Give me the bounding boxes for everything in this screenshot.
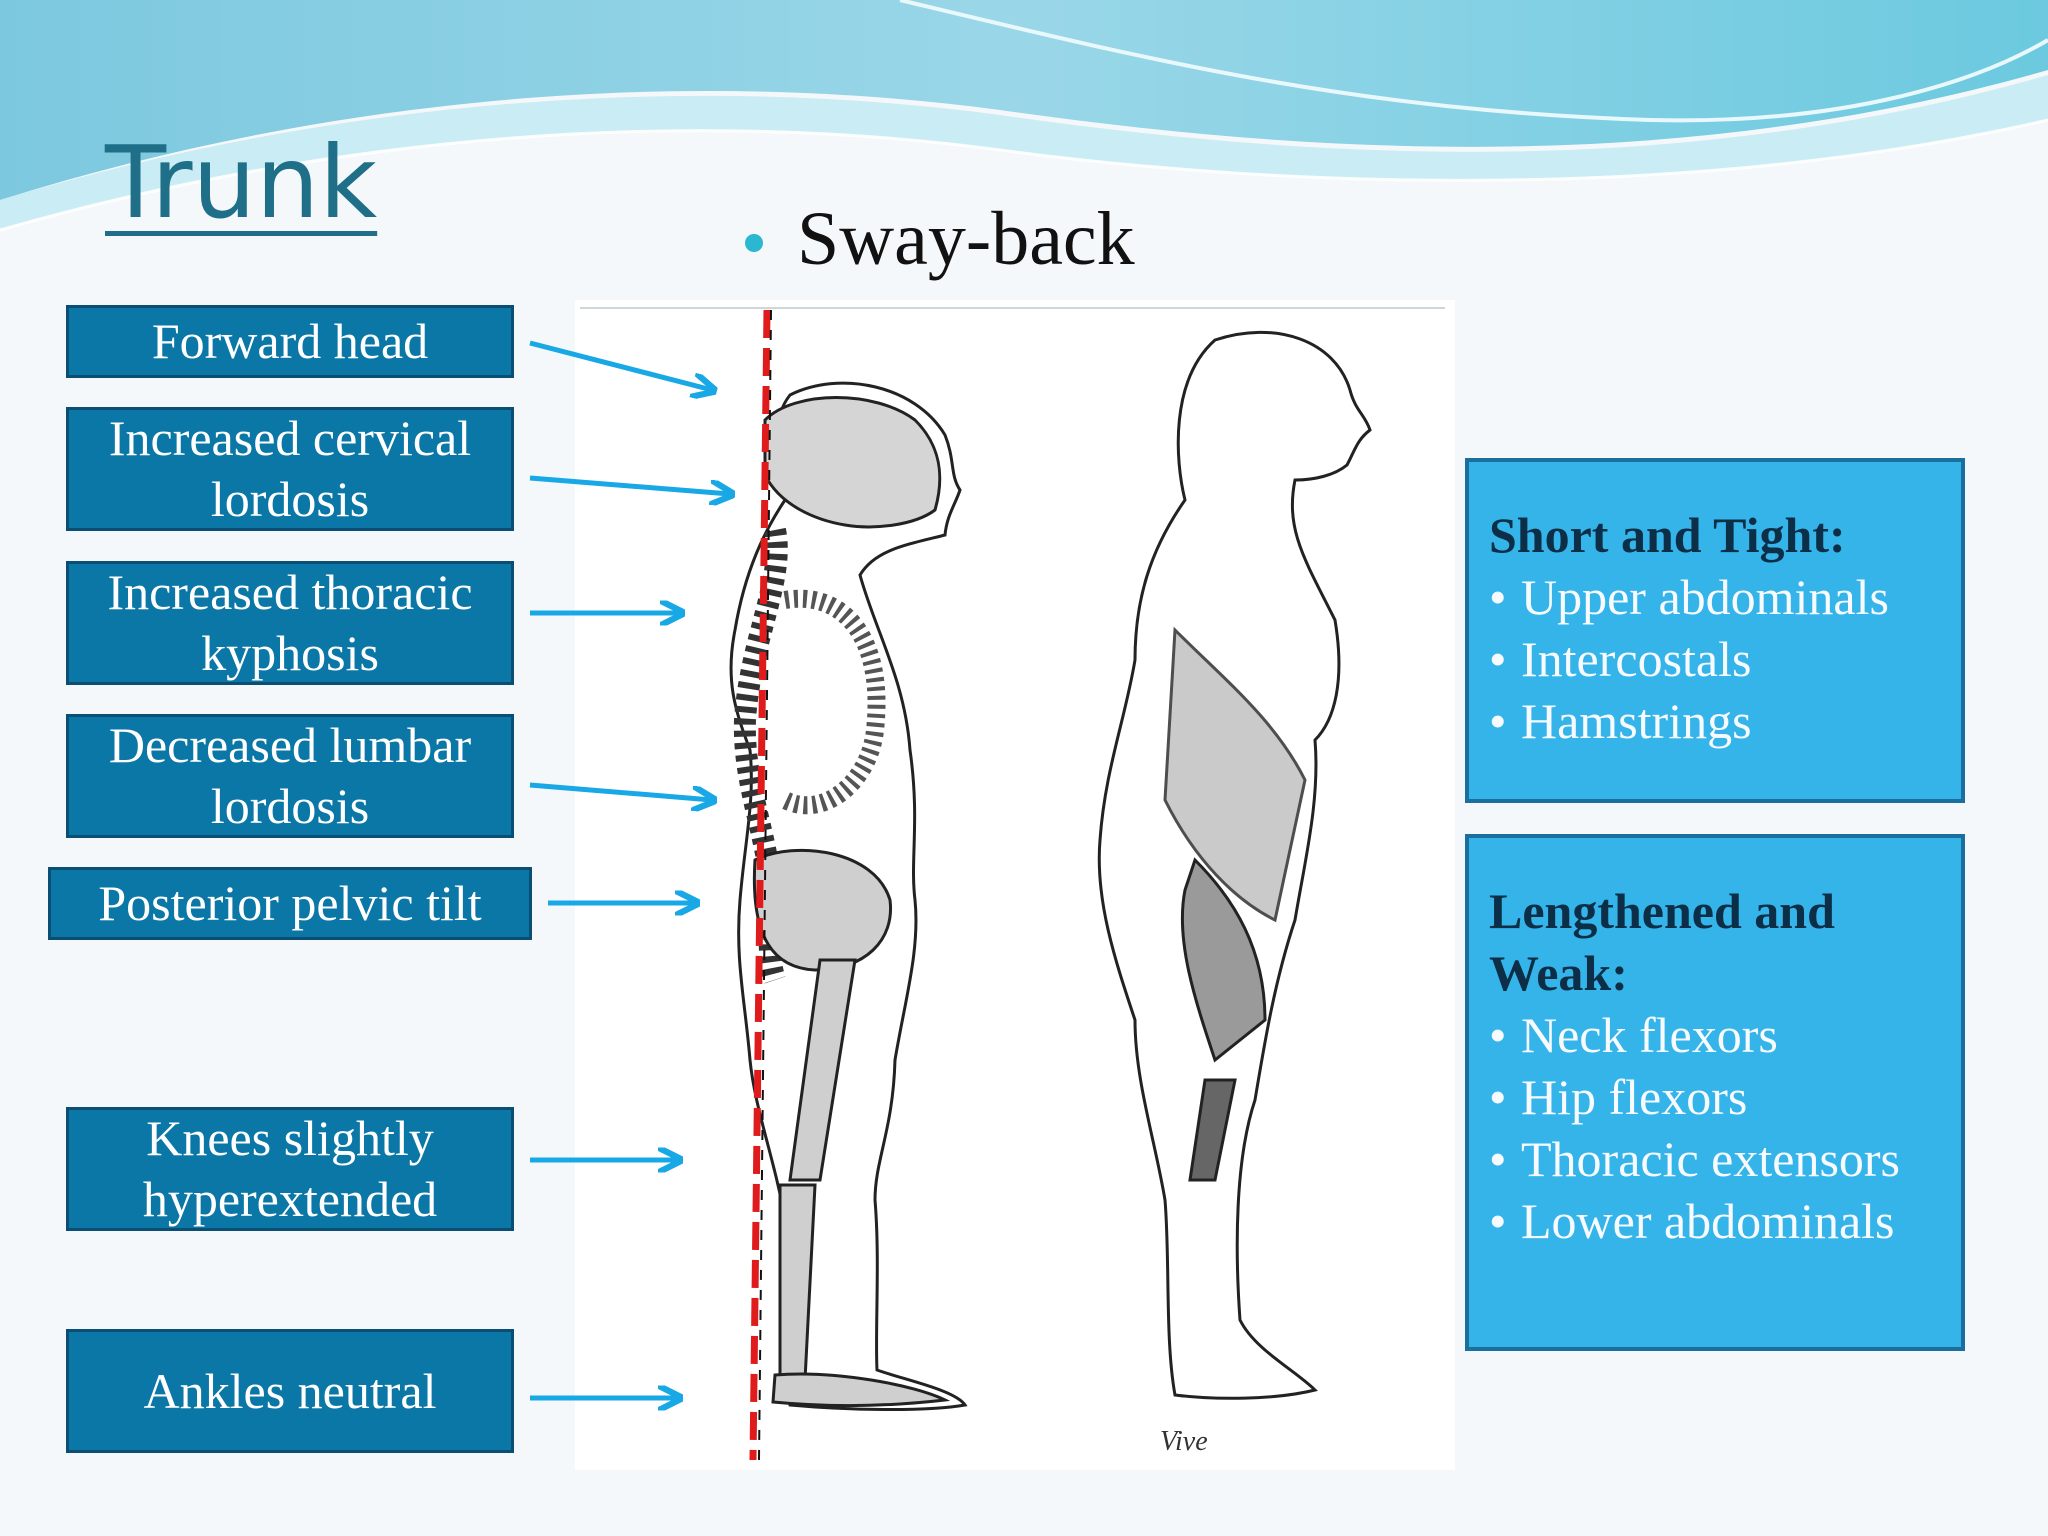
- slide-subtitle: Sway-back: [745, 197, 1135, 282]
- muscle-figure: [1097, 330, 1372, 1400]
- header-wave-decoration: [0, 0, 2048, 232]
- label-posterior-pelvic-tilt: Posterior pelvic tilt: [48, 867, 532, 940]
- sway-back-posture-illustration: Vive: [575, 300, 1455, 1470]
- short-and-tight-heading: Short and Tight:: [1489, 507, 1846, 563]
- lengthened-and-weak-box: Lengthened and Weak: Neck flexors Hip fl…: [1465, 834, 1965, 1351]
- lengthened-weak-item: Lower abdominals: [1489, 1190, 1941, 1252]
- subtitle-text: Sway-back: [797, 197, 1135, 281]
- lengthened-and-weak-heading: Lengthened and Weak:: [1489, 883, 1835, 1001]
- label-forward-head: Forward head: [66, 305, 514, 378]
- short-tight-item: Upper abdominals: [1489, 566, 1941, 628]
- label-knees-slightly-hyperextended: Knees slightly hyperextended: [66, 1107, 514, 1231]
- skeleton-figure: [729, 381, 968, 1412]
- bullet-icon: [745, 233, 763, 252]
- plumb-line: [749, 309, 771, 1461]
- label-increased-thoracic-kyphosis: Increased thoracic kyphosis: [66, 561, 514, 685]
- short-tight-item: Hamstrings: [1489, 690, 1941, 752]
- lengthened-weak-item: Hip flexors: [1489, 1066, 1941, 1128]
- slide-title: Trunk: [105, 124, 378, 241]
- label-decreased-lumbar-lordosis: Decreased lumbar lordosis: [66, 714, 514, 838]
- short-and-tight-box: Short and Tight: Upper abdominals Interc…: [1465, 458, 1965, 803]
- short-tight-item: Intercostals: [1489, 628, 1941, 690]
- label-ankles-neutral: Ankles neutral: [66, 1329, 514, 1453]
- lengthened-weak-item: Neck flexors: [1489, 1004, 1941, 1066]
- label-increased-cervical-lordosis: Increased cervical lordosis: [66, 407, 514, 531]
- lengthened-weak-item: Thoracic extensors: [1489, 1128, 1941, 1190]
- illustrator-signature: Vive: [1160, 1426, 1208, 1457]
